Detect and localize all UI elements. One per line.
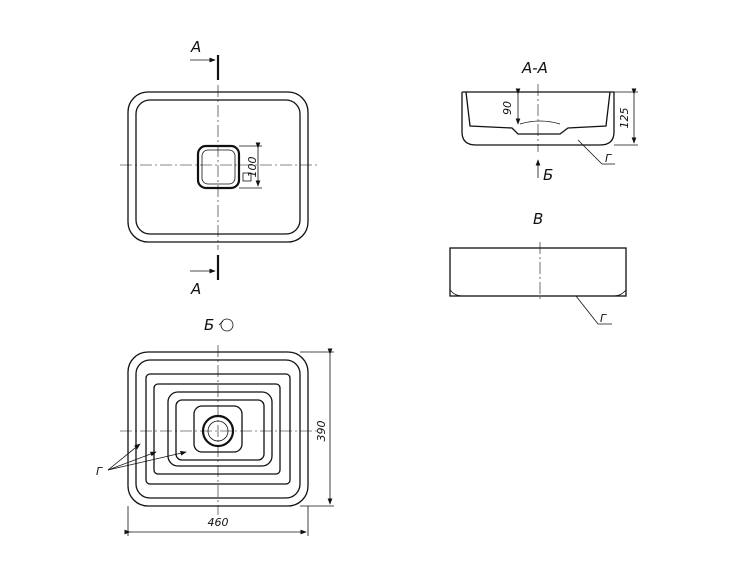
callout-label: Г: [600, 312, 607, 325]
section-a-a: А-А 90 125 Б Г: [461, 59, 638, 184]
dim-drain-size: 100: [246, 157, 259, 178]
bottom-step-3: [167, 391, 273, 467]
bottom-step-4: [175, 399, 265, 461]
rotation-icon: [220, 318, 234, 332]
view-b: Б Г 460 390: [96, 316, 334, 536]
section-inner-profile: [465, 91, 611, 135]
dim-height: 125: [618, 108, 631, 129]
view-v-title: В: [533, 210, 543, 228]
callout-leader: [577, 139, 615, 165]
dim-length: 390: [315, 421, 328, 442]
top-view: 100 А А: [120, 38, 318, 298]
view-v-base-edge: [449, 289, 627, 297]
section-mark-top: А: [190, 38, 201, 56]
drain-outline-outer: [196, 144, 241, 190]
section-mark-bottom: А: [190, 280, 201, 298]
callout-label: Г: [605, 152, 612, 165]
view-b-title: Б: [204, 316, 214, 334]
dim-width: 460: [208, 516, 229, 529]
view-v: В Г: [449, 210, 627, 325]
callout-label: Г: [96, 465, 103, 478]
view-arrow-label: Б: [543, 166, 553, 184]
callout-leader: [107, 451, 157, 471]
callout-leader: [575, 295, 612, 325]
section-title: А-А: [521, 59, 548, 77]
bottom-step-2: [153, 383, 281, 475]
callout-leader: [107, 443, 141, 471]
square-icon: [242, 172, 252, 182]
rotation-icon-tick: [218, 320, 224, 326]
drain-section: [519, 120, 561, 125]
callout-leader: [107, 450, 187, 471]
view-v-outline: [449, 247, 627, 297]
drain-outline-inner: [201, 149, 236, 185]
dim-depth: 90: [501, 101, 514, 115]
